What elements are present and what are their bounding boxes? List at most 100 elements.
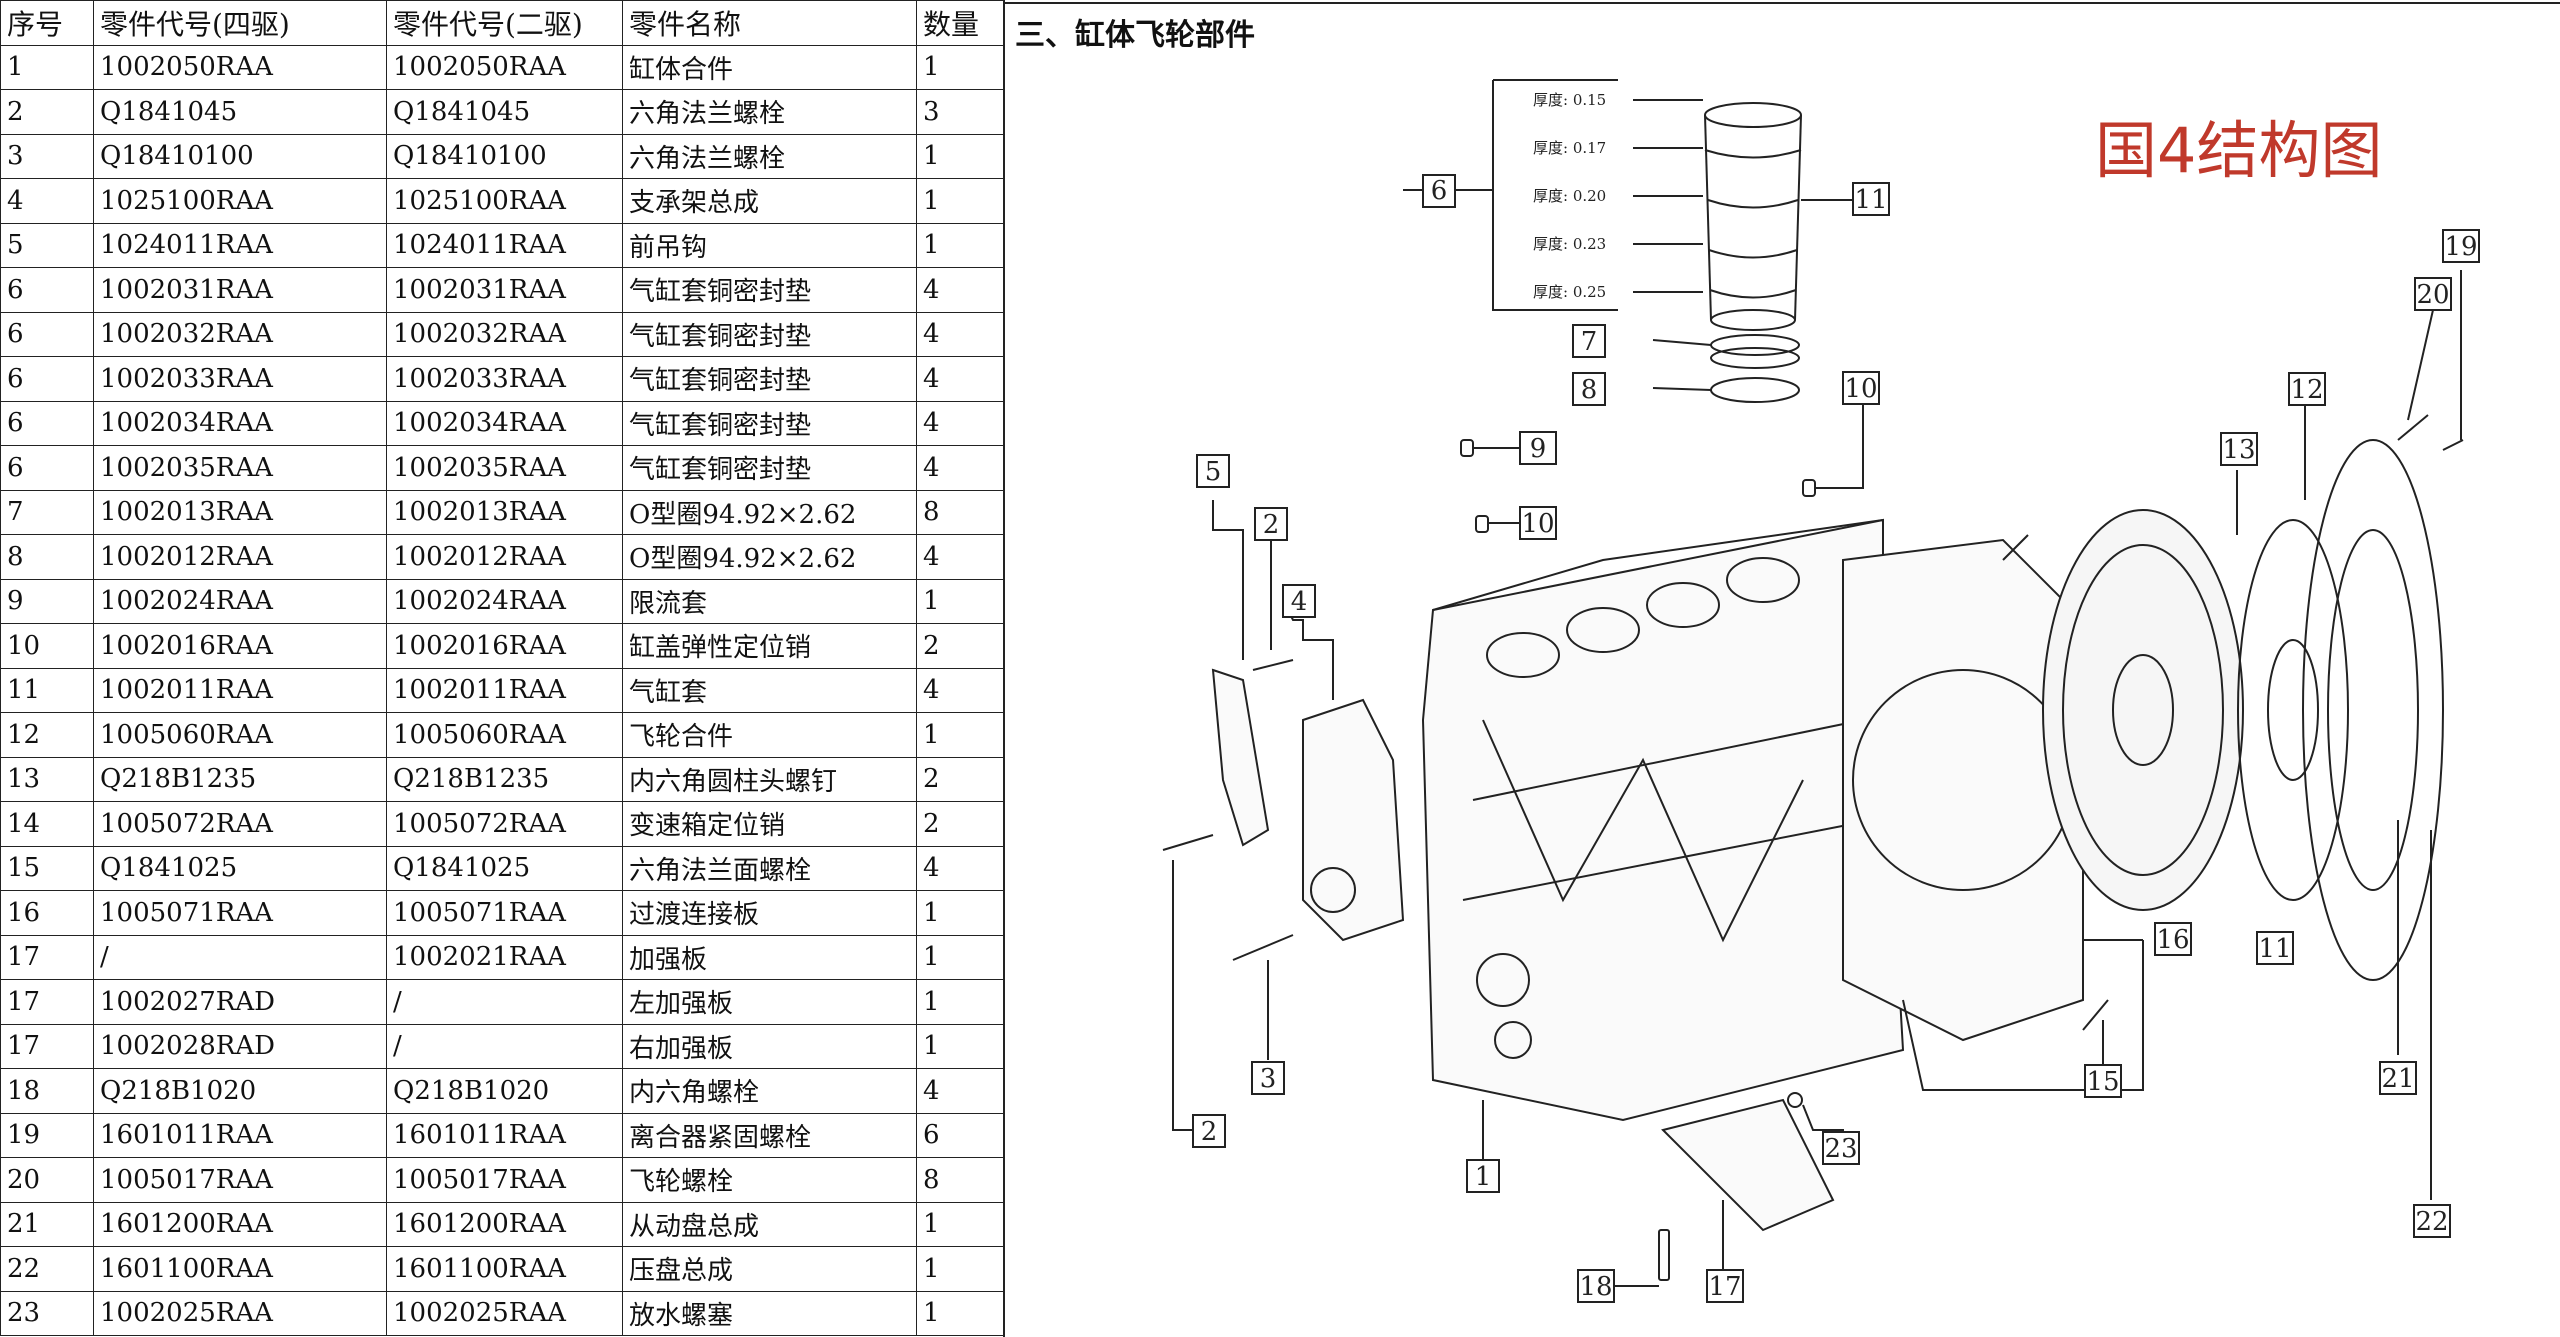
cell-qty: 1 [916,890,1004,936]
cell-part-name: 右加强板 [622,1023,917,1069]
cell-code-2wd: 1002021RAA [386,934,623,980]
cell-code-2wd: 1601011RAA [386,1112,623,1158]
cell-code-4wd: 1002031RAA [93,267,387,313]
svg-text:11: 11 [2258,934,2291,964]
cell-seq: 7 [0,489,94,535]
cell-code-2wd: Q218B1020 [386,1068,623,1114]
cell-code-2wd: 1601200RAA [386,1201,623,1247]
cell-part-name: O型圈94.92×2.62 [622,534,917,580]
pins: 9 10 10 [1460,371,1880,540]
cell-code-4wd: Q218B1020 [93,1068,387,1114]
cell-code-2wd: 1002031RAA [386,267,623,313]
thickness-label: 厚度: 0.20 [1533,187,1606,205]
svg-text:8: 8 [1581,375,1598,405]
svg-text:5: 5 [1205,457,1222,487]
header-seq: 序号 [0,0,94,46]
cell-part-name: O型圈94.92×2.62 [622,489,917,535]
cell-code-2wd: 1005071RAA [386,890,623,936]
cell-part-name: 六角法兰螺栓 [622,133,917,179]
cell-seq: 17 [0,1023,94,1069]
cell-seq: 6 [0,445,94,491]
svg-text:22: 22 [2415,1207,2448,1237]
cell-code-2wd: Q218B1235 [386,756,623,802]
cell-code-4wd: 1002016RAA [93,623,387,669]
svg-text:4: 4 [1291,587,1308,617]
header-code-4wd: 零件代号(四驱) [93,0,387,46]
svg-text:20: 20 [2416,280,2449,310]
cell-code-4wd: 1002033RAA [93,356,387,402]
cell-code-2wd: 1025100RAA [386,178,623,224]
cell-seq: 9 [0,578,94,624]
cell-part-name: 飞轮合件 [622,712,917,758]
cell-part-name: 气缸套铜密封垫 [622,400,917,446]
cell-part-name: 六角法兰螺栓 [622,89,917,135]
cell-code-4wd: 1002035RAA [93,445,387,491]
cell-seq: 17 [0,979,94,1025]
cell-code-4wd: Q1841045 [93,89,387,135]
svg-text:6: 6 [1431,176,1448,206]
cell-qty: 4 [916,311,1004,357]
cell-code-2wd: 1002025RAA [386,1290,623,1336]
cell-part-name: 从动盘总成 [622,1201,917,1247]
cell-code-2wd: 1002013RAA [386,489,623,535]
cell-code-4wd: 1002032RAA [93,311,387,357]
flywheel-assembly: 12 13 15 11 21 22 20 19 [2002,229,2480,1238]
cell-qty: 2 [916,756,1004,802]
svg-text:17: 17 [1708,1272,1741,1302]
cell-part-name: 缸盖弹性定位销 [622,623,917,669]
cell-qty: 1 [916,1290,1004,1336]
cell-qty: 1 [916,178,1004,224]
cell-qty: 4 [916,534,1004,580]
cell-part-name: 内六角螺栓 [622,1068,917,1114]
cell-code-4wd: 1002012RAA [93,534,387,580]
cell-seq: 2 [0,89,94,135]
cell-seq: 15 [0,845,94,891]
cell-code-4wd: 1601200RAA [93,1201,387,1247]
cell-qty: 2 [916,801,1004,847]
cell-part-name: 气缸套铜密封垫 [622,311,917,357]
cell-qty: 4 [916,356,1004,402]
cell-part-name: 气缸套铜密封垫 [622,356,917,402]
cell-seq: 17 [0,934,94,980]
cell-seq: 11 [0,667,94,713]
o-rings: 7 8 [1572,324,1800,406]
cell-code-4wd: 1002025RAA [93,1290,387,1336]
cell-code-4wd: 1002028RAD [93,1023,387,1069]
cell-part-name: 左加强板 [622,979,917,1025]
cell-qty: 4 [916,1068,1004,1114]
cell-qty: 1 [916,934,1004,980]
cell-part-name: 六角法兰面螺栓 [622,845,917,891]
svg-text:21: 21 [2381,1064,2414,1094]
cell-qty: 6 [916,1112,1004,1158]
cell-code-2wd: 1002024RAA [386,578,623,624]
section-title: 三、缸体飞轮部件 [1015,18,1255,53]
svg-text:15: 15 [2086,1067,2119,1097]
adapter-plate: 16 17 18 23 [1577,538,2192,1303]
cell-code-2wd: Q1841025 [386,845,623,891]
cell-qty: 1 [916,44,1004,90]
cell-part-name: 飞轮螺栓 [622,1157,917,1203]
cell-code-4wd: / [93,934,387,980]
shim-thickness-bracket: 6 [1403,79,1618,311]
cell-code-2wd: 1002016RAA [386,623,623,669]
svg-text:18: 18 [1579,1272,1612,1302]
cell-seq: 23 [0,1290,94,1336]
cell-qty: 1 [916,222,1004,268]
cell-code-2wd: / [386,1023,623,1069]
cell-part-name: 放水螺塞 [622,1290,917,1336]
cell-qty: 1 [916,712,1004,758]
cell-qty: 8 [916,489,1004,535]
cell-code-2wd: 1024011RAA [386,222,623,268]
cell-code-4wd: 1025100RAA [93,178,387,224]
cell-seq: 22 [0,1246,94,1292]
